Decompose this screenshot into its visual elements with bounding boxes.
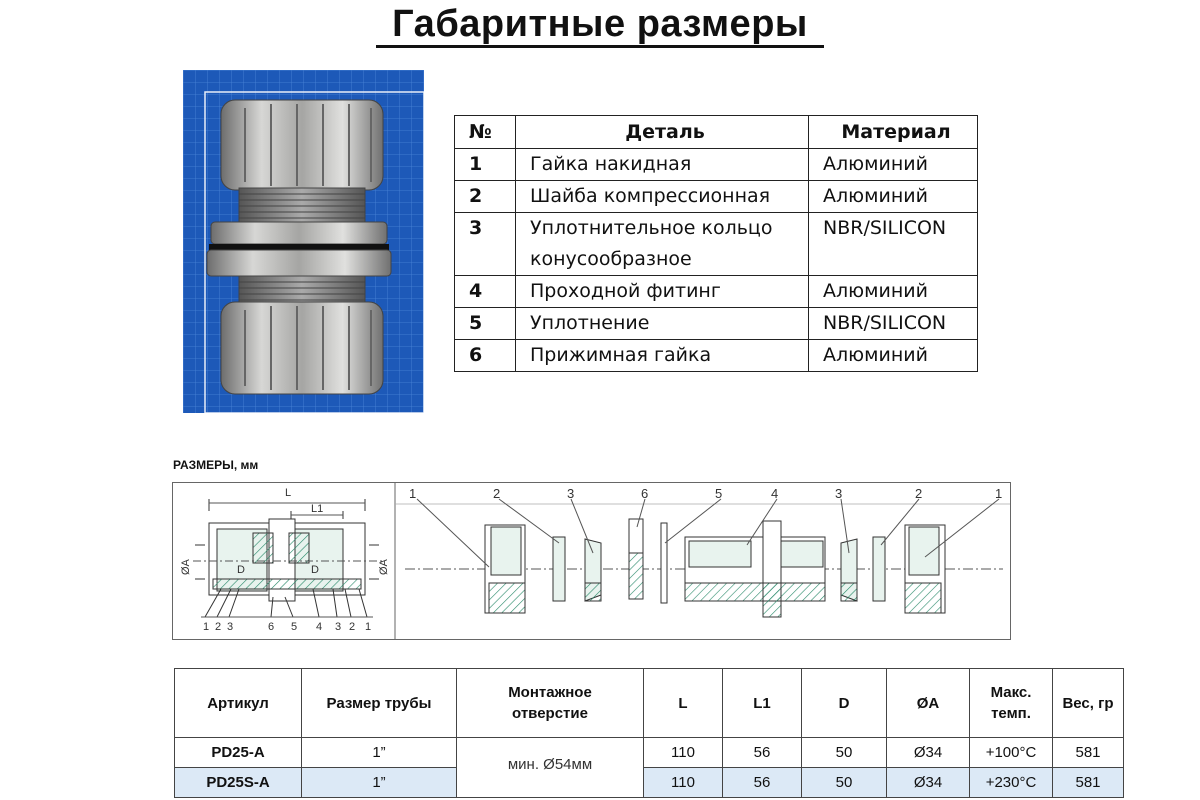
assembly-callout: 3 [227, 621, 233, 633]
l-value: 110 [643, 737, 723, 768]
assembly-labels: L L1 D D ØA ØA 1 2 3 6 5 4 3 2 1 [180, 487, 390, 633]
parts-header-row: № Деталь Материал [454, 115, 978, 149]
part-material: Алюминий [808, 339, 978, 372]
exploded-callout: 1 [409, 486, 416, 501]
part-num: 1 [454, 148, 516, 181]
part-material: NBR/SILICON [808, 307, 978, 340]
exploded-labels: 1 2 3 6 5 4 3 2 1 [409, 486, 1002, 501]
col-article: Артикул [174, 668, 302, 738]
label-oa: ØA [180, 558, 192, 575]
table-row: PD25S-A 1” 110 56 50 Ø34 +230°C 581 [174, 767, 1124, 798]
d-value: 50 [801, 767, 887, 798]
exploded-callout: 1 [995, 486, 1002, 501]
col-weight: Вес, гр [1052, 668, 1124, 738]
col-num: № [454, 115, 516, 149]
weight: 581 [1052, 737, 1124, 768]
max-temp: +100°C [969, 737, 1053, 768]
spec-header-row: Артикул Размер трубы Монтажное отверстие… [174, 668, 1124, 738]
col-material: Материал [808, 115, 978, 149]
assembly-callout: 6 [268, 621, 274, 633]
part-name: Прижимная гайка [515, 339, 809, 372]
table-row: PD25-A 1” мин. Ø54мм 110 56 50 Ø34 +100°… [174, 737, 1124, 798]
col-oa: ØA [886, 668, 970, 738]
table-row: 3 Уплотнительное кольцо конусообразное N… [454, 212, 978, 276]
technical-drawing: L L1 D D ØA ØA 1 2 3 6 5 4 3 2 1 [172, 482, 1011, 640]
exploded-callout: 3 [567, 486, 574, 501]
oa-value: Ø34 [886, 737, 970, 768]
page-title: Габаритные размеры [392, 3, 808, 45]
part-material: Алюминий [808, 180, 978, 213]
label-oa: ØA [378, 558, 390, 575]
exploded-callout: 5 [715, 486, 722, 501]
col-pipe-size: Размер трубы [301, 668, 457, 738]
label-l: L [285, 487, 291, 499]
l1-value: 56 [722, 767, 802, 798]
exploded-callout: 2 [493, 486, 500, 501]
col-part: Деталь [515, 115, 809, 149]
assembly-callout: 5 [291, 621, 297, 633]
assembly-view [193, 499, 383, 618]
exploded-callout: 6 [641, 486, 648, 501]
assembly-callout: 2 [215, 621, 221, 633]
product-photo [183, 70, 424, 413]
col-l: L [643, 668, 723, 738]
part-name: Уплотнение [515, 307, 809, 340]
d-value: 50 [801, 737, 887, 768]
article: PD25S-A [174, 767, 302, 798]
part-num: 2 [454, 180, 516, 213]
exploded-view [405, 498, 1003, 618]
assembly-callout: 2 [349, 621, 355, 633]
assembly-callout: 4 [316, 621, 322, 633]
part-name: Гайка накидная [515, 148, 809, 181]
exploded-callout: 4 [771, 486, 778, 501]
table-row: 5 Уплотнение NBR/SILICON [454, 307, 978, 340]
part-num: 4 [454, 275, 516, 308]
part-material: Алюминий [808, 275, 978, 308]
mounting-hole: мин. Ø54мм [507, 756, 593, 773]
oa-value: Ø34 [886, 767, 970, 798]
l1-value: 56 [722, 737, 802, 768]
part-num: 5 [454, 307, 516, 340]
exploded-callout: 3 [835, 486, 842, 501]
table-row: 2 Шайба компрессионная Алюминий [454, 180, 978, 213]
title-underline [376, 45, 824, 48]
col-d: D [801, 668, 887, 738]
max-temp: +230°C [969, 767, 1053, 798]
table-row: 6 Прижимная гайка Алюминий [454, 339, 978, 372]
col-l1: L1 [722, 668, 802, 738]
label-l1: L1 [311, 503, 323, 515]
table-row: 4 Проходной фитинг Алюминий [454, 275, 978, 308]
pipe-size: 1” [301, 767, 457, 798]
part-num: 6 [454, 339, 516, 372]
spec-table: Артикул Размер трубы Монтажное отверстие… [174, 668, 1124, 798]
part-material: NBR/SILICON [808, 212, 978, 276]
part-name: Уплотнительное кольцо конусообразное [515, 212, 809, 276]
assembly-callout: 1 [365, 621, 371, 633]
article: PD25-A [174, 737, 302, 768]
dimensions-label: РАЗМЕРЫ, мм [173, 458, 259, 472]
label-d: D [311, 564, 319, 576]
part-name: Проходной фитинг [515, 275, 809, 308]
exploded-callout: 2 [915, 486, 922, 501]
parts-table: № Деталь Материал 1 Гайка накидная Алюми… [454, 115, 978, 372]
part-num: 3 [454, 212, 516, 276]
table-row: 1 Гайка накидная Алюминий [454, 148, 978, 181]
col-mounting-hole: Монтажное отверстие [456, 668, 644, 738]
part-name: Шайба компрессионная [515, 180, 809, 213]
assembly-callout: 1 [203, 621, 209, 633]
part-material: Алюминий [808, 148, 978, 181]
pipe-size: 1” [301, 737, 457, 768]
assembly-callout: 3 [335, 621, 341, 633]
weight: 581 [1052, 767, 1124, 798]
l-value: 110 [643, 767, 723, 798]
mounting-hole-cell: мин. Ø54мм [456, 737, 644, 798]
col-max-temp: Макс. темп. [969, 668, 1053, 738]
label-d: D [237, 564, 245, 576]
